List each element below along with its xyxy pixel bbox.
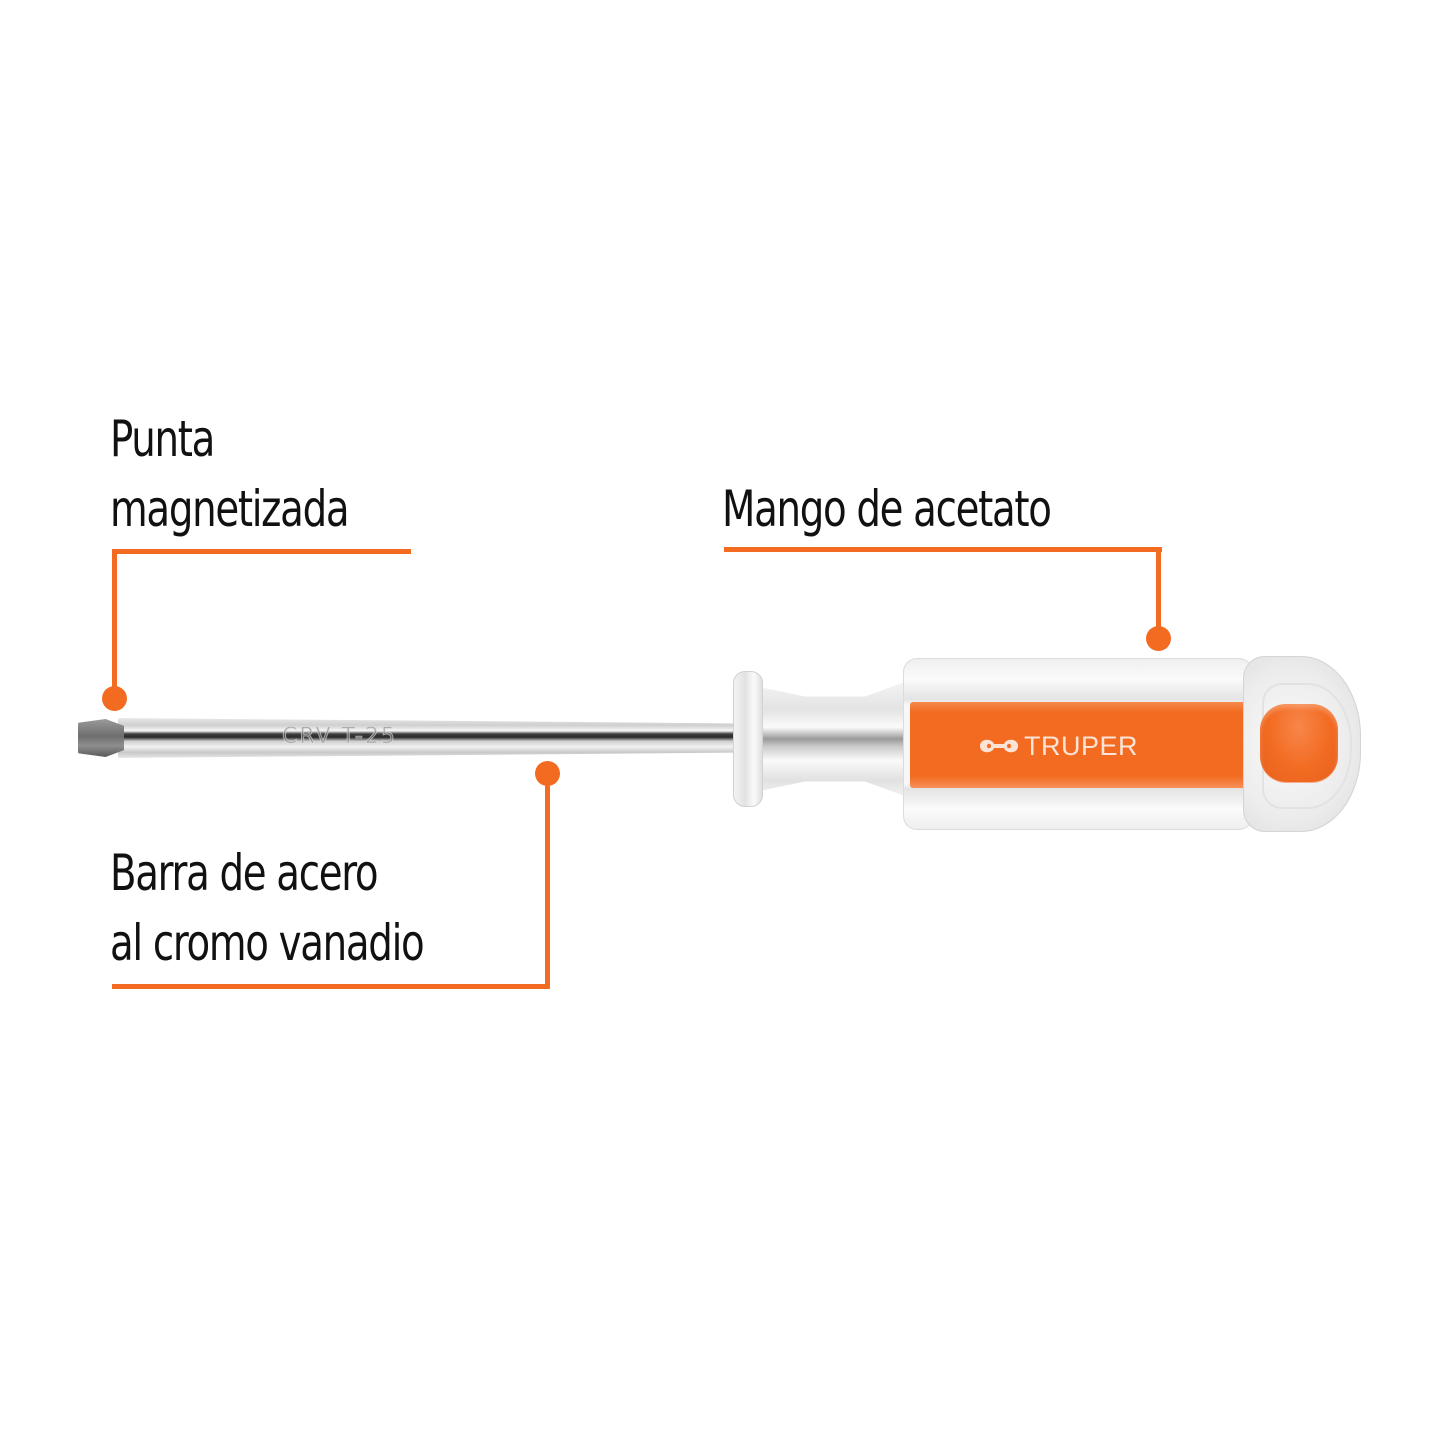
callout-tip-line-2: magnetizada [110, 480, 350, 538]
callout-shaft-line-1: Barra de acero [110, 844, 379, 902]
handle-neck [760, 680, 910, 798]
callout-handle-leader-horizontal [724, 547, 1162, 552]
callout-tip-line-1: Punta [110, 410, 215, 468]
callout-tip-leader-horizontal [112, 549, 411, 554]
callout-tip-label: Punta magnetizada [110, 404, 350, 544]
callout-handle-line-1: Mango de acetato [722, 480, 1052, 538]
callout-shaft-line-2: al cromo vanadio [110, 914, 425, 972]
screwdriver-shaft [118, 718, 758, 758]
brand-name: TRUPER [1024, 730, 1139, 761]
callout-tip-dot [102, 686, 127, 711]
handle-ferrule [733, 671, 763, 807]
callout-tip-leader-vertical [112, 549, 117, 699]
torx-tip [78, 719, 124, 757]
brand-mark: TRUPER [978, 730, 1138, 762]
shaft-marking: CRV T-25 [282, 724, 397, 750]
handle-orange-stripe [910, 702, 1250, 788]
handle-end-cap-orange-insert [1260, 704, 1338, 782]
callout-shaft-leader-horizontal [112, 984, 550, 989]
truper-logo-icon [978, 735, 1020, 757]
callout-handle-label: Mango de acetato [722, 474, 1052, 544]
callout-handle-leader-vertical [1156, 547, 1161, 639]
callout-shaft-leader-vertical [545, 773, 550, 989]
callout-handle-dot [1146, 626, 1171, 651]
callout-shaft-label: Barra de acero al cromo vanadio [110, 838, 425, 978]
